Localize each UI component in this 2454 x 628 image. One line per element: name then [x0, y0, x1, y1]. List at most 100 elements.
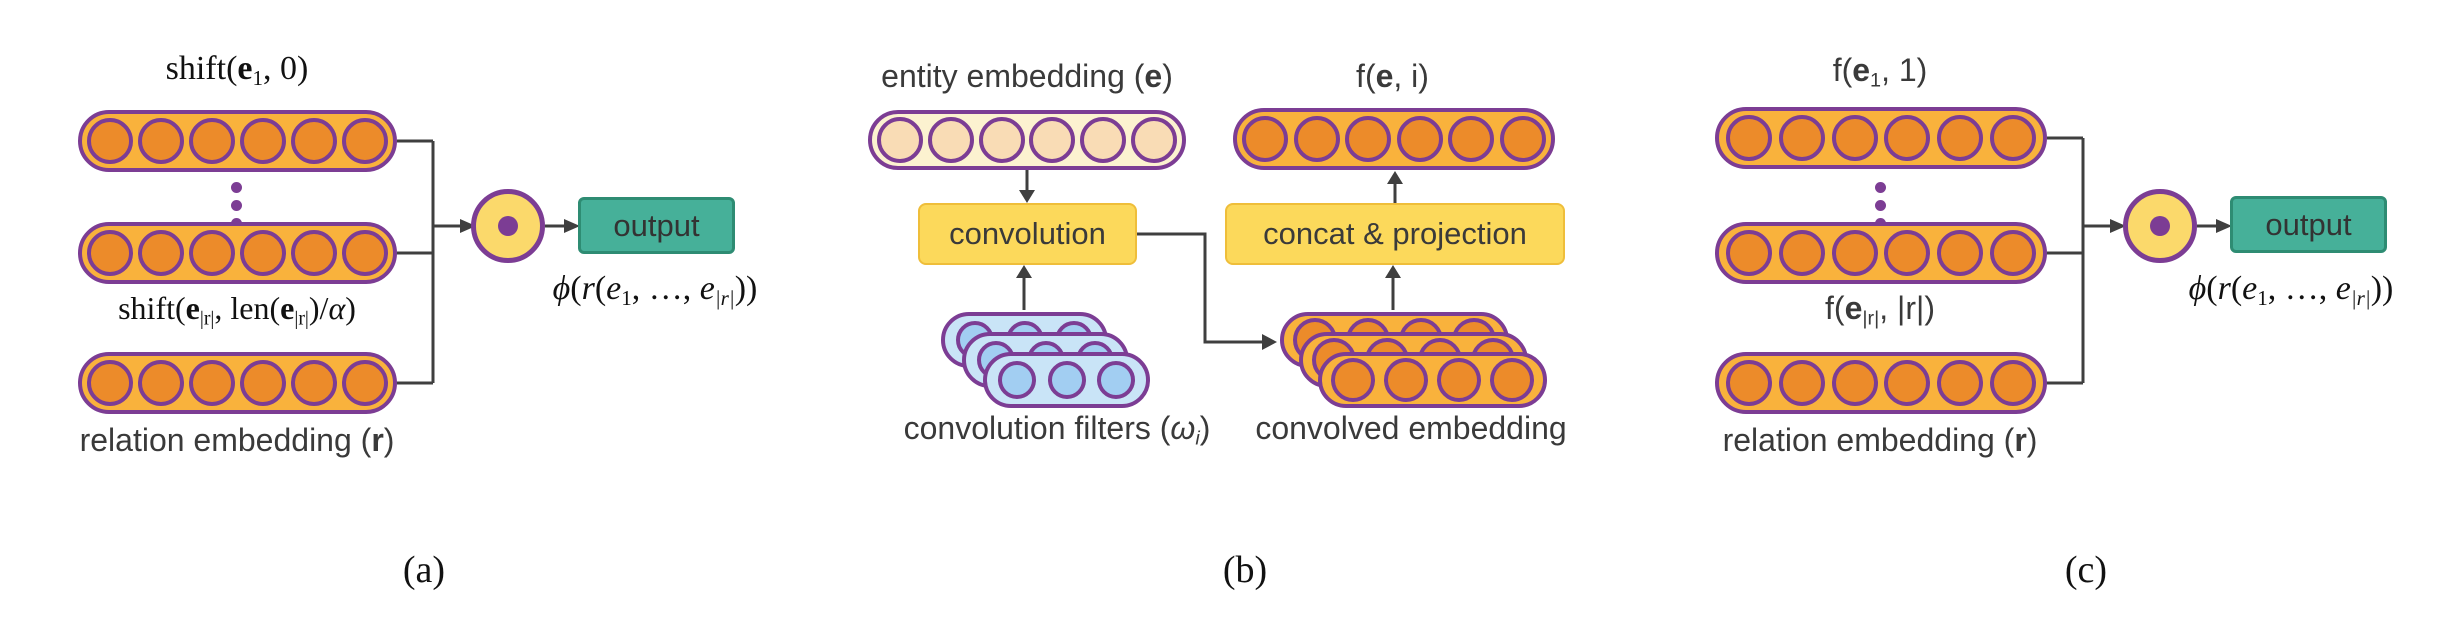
embedding-circle [1937, 360, 1984, 406]
panel-a-merge-lines [397, 139, 460, 385]
panel-a-arrowhead-to-output [564, 219, 580, 233]
embedding-circle [1831, 230, 1878, 276]
panel-b-f-label: f(e, i) [1356, 58, 1429, 94]
embedding-circle [1131, 117, 1178, 163]
panel-c-merge-lines [2047, 136, 2110, 385]
panel-b-arrowhead-to-f-pill [1387, 171, 1403, 184]
embedding-circle [1490, 358, 1534, 402]
panel-b-convolution-to-convolved-line [1137, 232, 1262, 344]
embedding-circle [998, 361, 1037, 399]
embedding-circle [240, 230, 286, 276]
panel-c-dot-product-operator-icon [2123, 189, 2197, 263]
embedding-circle [291, 230, 337, 276]
convolution-box-label: convolution [949, 216, 1106, 251]
embedding-circle [1080, 117, 1127, 163]
embedding-circle [1029, 117, 1076, 163]
panel-b-convolved-pill-front [1318, 352, 1547, 408]
embedding-circle [240, 118, 286, 164]
panel-a-output-box: output [578, 197, 735, 254]
panel-b-entity-embedding-pill [868, 110, 1186, 170]
embedding-circle [1990, 115, 2037, 161]
panel-c-mid-pill-label: f(e|r|, |r|) [1825, 290, 1935, 330]
embedding-circle [1293, 116, 1340, 162]
panel-b-filter-pill-front [983, 352, 1150, 408]
panel-b-arrowhead-to-convolution [1019, 190, 1035, 203]
embedding-circle [1499, 116, 1546, 162]
panel-a-output-label: output [613, 207, 700, 243]
embedding-circle [1990, 230, 2037, 276]
concat-box-label: concat & projection [1263, 216, 1527, 251]
embedding-circle [1437, 358, 1481, 402]
embedding-circle [1725, 230, 1772, 276]
panel-b-concat-projection-box: concat & projection [1225, 203, 1565, 265]
embedding-circle [189, 230, 235, 276]
embedding-circle [1884, 230, 1931, 276]
panel-a-top-embedding-pill [78, 110, 397, 172]
embedding-circle [1937, 230, 1984, 276]
panel-a-relation-embedding-pill [78, 352, 397, 414]
embedding-circle [1448, 116, 1495, 162]
operator-center-dot [2150, 216, 2170, 236]
panel-b-arrowhead-to-convolved [1262, 334, 1277, 350]
embedding-circle [1884, 360, 1931, 406]
embedding-circle [291, 360, 337, 406]
panel-c-mid-embedding-pill [1715, 222, 2047, 284]
embedding-circle [1096, 361, 1135, 399]
embedding-circle [927, 117, 974, 163]
embedding-circle [1778, 230, 1825, 276]
panel-c-top-pill-label: f(e1, 1) [1832, 52, 1928, 92]
embedding-circle [1725, 115, 1772, 161]
panel-c-arrowhead-to-operator [2110, 219, 2126, 233]
embedding-circle [1047, 361, 1086, 399]
panel-b-f-embedding-pill [1233, 108, 1555, 170]
panel-b-filters-label: convolution filters (ωi) [903, 410, 1211, 450]
panel-c-caption: (c) [2064, 549, 2108, 591]
embedding-circle [1331, 358, 1375, 402]
embedding-circle [1345, 116, 1392, 162]
panel-a-caption: (a) [402, 549, 446, 591]
embedding-circle [1242, 116, 1289, 162]
embedding-circle [1384, 358, 1428, 402]
embedding-circle [1990, 360, 2037, 406]
embedding-circle [1884, 115, 1931, 161]
embedding-circle [342, 230, 388, 276]
embedding-circle [342, 118, 388, 164]
panel-a-dot-product-operator-icon [471, 189, 545, 263]
embedding-circle [189, 360, 235, 406]
panel-a-arrowhead-to-operator [460, 219, 476, 233]
panel-c-score-formula: ϕ(r(e1, …, e|r|)) [2188, 270, 2394, 310]
panel-a-mid-pill-label: shift(e|r|, len(e|r|)/α) [118, 290, 356, 330]
panel-c-arrowhead-to-output [2216, 219, 2232, 233]
embedding-circle [291, 118, 337, 164]
embedding-circle [87, 230, 133, 276]
panel-b-convolved-label: convolved embedding [1255, 410, 1567, 446]
panel-a-mid-embedding-pill [78, 222, 397, 284]
embedding-circle [138, 118, 184, 164]
panel-b-arrowhead-filters-up [1016, 265, 1032, 278]
embedding-circle [1831, 115, 1878, 161]
panel-b-convolution-box: convolution [918, 203, 1137, 265]
embedding-circle [1396, 116, 1443, 162]
embedding-circle [1937, 115, 1984, 161]
embedding-circle [1778, 360, 1825, 406]
embedding-circle [978, 117, 1025, 163]
panel-c-relation-embedding-pill [1715, 352, 2047, 414]
embedding-circle [138, 360, 184, 406]
panel-b-caption: (b) [1222, 549, 1268, 591]
panel-b-arrowhead-convolved-up [1385, 265, 1401, 278]
embedding-circle [342, 360, 388, 406]
embedding-circle [1725, 360, 1772, 406]
embedding-circle [240, 360, 286, 406]
panel-c-output-label: output [2265, 206, 2352, 242]
embedding-circle [876, 117, 923, 163]
embedding-circle [138, 230, 184, 276]
panel-a-top-pill-label: shift(e1, 0) [165, 50, 309, 90]
embedding-circle [1778, 115, 1825, 161]
panel-a-score-formula: ϕ(r(e1, …, e|r|)) [552, 270, 758, 310]
operator-center-dot [498, 216, 518, 236]
panel-a-relation-label: relation embedding (r) [79, 422, 395, 458]
panel-c-top-embedding-pill [1715, 107, 2047, 169]
panel-b-entity-label: entity embedding (e) [881, 58, 1173, 94]
panel-c-output-box: output [2230, 196, 2387, 253]
